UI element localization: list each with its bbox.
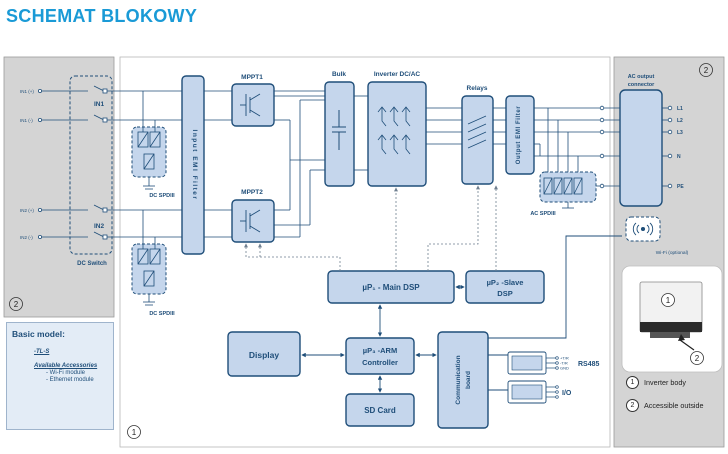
svg-text:GND: GND <box>560 366 569 371</box>
accessory-item: - Ethernet module <box>46 377 94 383</box>
inverter-block <box>367 81 427 187</box>
outside-zone-left <box>3 56 115 318</box>
mppt2-label: MPPT2 <box>241 189 263 196</box>
legend-text: Inverter body <box>644 378 686 387</box>
accessories-title: Available Accessories <box>34 363 98 369</box>
svg-text:µP₂ -Slave: µP₂ -Slave <box>487 278 524 287</box>
arm-controller-block: µP₃ -ARM Controller <box>345 337 415 375</box>
zone-number-right: 2 <box>699 63 713 77</box>
svg-text:2: 2 <box>14 300 19 309</box>
svg-text:PE: PE <box>677 184 684 190</box>
ac-spd <box>539 171 597 209</box>
ac-output-connector <box>619 89 663 207</box>
svg-text:Output EMI Filter: Output EMI Filter <box>516 106 522 165</box>
rs485-connector: +T/R -T/R GND <box>507 351 569 375</box>
display-block: Display <box>227 331 301 377</box>
main-dsp-block: µP₁ - Main DSP <box>327 270 455 304</box>
rs485-label: RS485 <box>578 361 600 368</box>
power-wires <box>204 90 325 238</box>
legend-item: 1 Inverter body <box>626 376 722 389</box>
svg-text:IN2 (-): IN2 (-) <box>20 235 33 240</box>
wifi-icon <box>632 222 654 236</box>
ac-output-wires <box>534 105 673 189</box>
svg-text:board: board <box>465 371 472 389</box>
svg-text:Input EMI Filter: Input EMI Filter <box>191 130 198 201</box>
zone-number-left: 2 <box>9 297 23 311</box>
bulk-label: Bulk <box>332 71 346 78</box>
svg-text:L3: L3 <box>677 130 683 136</box>
io-connector <box>507 380 559 404</box>
dc-spd-bottom <box>131 210 167 306</box>
svg-text:2: 2 <box>695 354 700 363</box>
dc-spd-top <box>131 91 167 190</box>
ac-terminal-labels: L1 L2 L3 N PE <box>677 106 684 190</box>
inverter-label: Inverter DC/AC <box>374 71 421 78</box>
svg-text:-T/R: -T/R <box>560 361 568 366</box>
svg-text:Display: Display <box>249 350 280 360</box>
inverter-photo: 1 2 <box>621 265 723 373</box>
ac-spdiii-label: AC SPDIII <box>530 211 556 217</box>
in1-label: IN1 <box>94 101 105 108</box>
svg-text:1: 1 <box>666 296 671 305</box>
svg-text:2: 2 <box>704 66 709 75</box>
control-dashed-lines <box>244 185 498 271</box>
ac-connector-label-2: connector <box>628 82 655 88</box>
svg-text:IN1 (+): IN1 (+) <box>20 89 34 94</box>
svg-text:Controller: Controller <box>362 358 398 367</box>
legend-text: Accessible outside <box>644 401 704 410</box>
basic-model-name: -TL-S <box>34 349 50 355</box>
svg-text:L2: L2 <box>677 118 683 124</box>
relays-label: Relays <box>467 85 488 92</box>
sd-card-block: SD Card <box>345 393 415 427</box>
dc-input-terminals: IN1 (+) IN1 (-) IN2 (+) IN2 (-) <box>20 89 34 240</box>
relays-block <box>461 95 494 185</box>
bulk-block <box>324 81 355 187</box>
svg-text:IN2 (+): IN2 (+) <box>20 208 34 213</box>
legend: 1 Inverter body 2 Accessible outside <box>626 376 722 422</box>
input-emi-filter: Input EMI Filter <box>181 75 205 255</box>
dc-switch-label: DC Switch <box>77 261 107 267</box>
control-arrows <box>301 235 622 393</box>
svg-text:µP₃ -ARM: µP₃ -ARM <box>363 346 397 355</box>
slave-dsp-block: µP₂ -Slave DSP <box>465 270 545 304</box>
dc-switch-box <box>69 75 113 255</box>
mppt2-block <box>231 199 275 243</box>
legend-item: 2 Accessible outside <box>626 399 722 412</box>
mppt1-block <box>231 83 275 127</box>
dc-spdiii-bottom-label: DC SPDIII <box>149 311 175 317</box>
svg-text:DSP: DSP <box>497 289 512 298</box>
svg-text:1: 1 <box>132 428 137 437</box>
basic-model-box: Basic model: -TL-S Available Accessories… <box>6 322 114 430</box>
svg-text:L1: L1 <box>677 106 683 112</box>
svg-text:µP₁ - Main DSP: µP₁ - Main DSP <box>362 283 420 292</box>
relays-to-filter-wires <box>493 107 506 145</box>
io-label: I/O <box>562 390 572 397</box>
legend-number: 2 <box>626 399 639 412</box>
inverter-to-relays-wires <box>426 107 462 145</box>
zone-number-inverter: 1 <box>127 425 141 439</box>
svg-text:N: N <box>677 154 681 160</box>
svg-text:+T/R: +T/R <box>560 356 569 361</box>
accessory-item: - Wi-Fi module <box>46 370 86 376</box>
wifi-label: Wi-Fi (optional) <box>656 250 689 256</box>
mppt1-label: MPPT1 <box>241 74 263 81</box>
svg-text:Communication: Communication <box>455 355 462 404</box>
page-title: SCHEMAT BLOKOWY <box>6 6 198 26</box>
ac-connector-label-1: AC output <box>628 74 655 80</box>
in2-label: IN2 <box>94 223 105 230</box>
communication-board-block: Communication board <box>437 331 489 429</box>
dc-spdiii-top-label: DC SPDIII <box>149 193 175 199</box>
svg-text:IN1 (-): IN1 (-) <box>20 118 33 123</box>
dc-input-wires <box>38 85 183 240</box>
output-emi-filter: Output EMI Filter <box>505 95 535 175</box>
svg-text:SD Card: SD Card <box>364 406 396 415</box>
legend-number: 1 <box>626 376 639 389</box>
wifi-module <box>625 216 661 242</box>
basic-model-title: Basic model: <box>12 329 65 339</box>
